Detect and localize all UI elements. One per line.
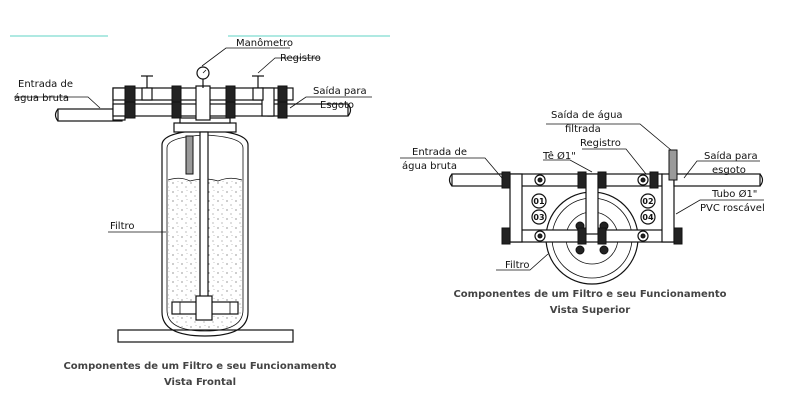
top-valve-number-02: 02	[642, 197, 653, 206]
top-filtered-outlet	[668, 149, 678, 181]
top-label-tubo-2: PVC roscável	[700, 202, 765, 214]
front-label-entrada-2: água bruta	[14, 92, 69, 104]
top-view: 01 02 03 04 Saída de água filtrada Regis…	[400, 109, 765, 316]
top-caption-title: Componentes de um Filtro e seu Funcionam…	[453, 289, 726, 300]
top-label-saida-filtrada-2: filtrada	[565, 124, 601, 135]
front-label-saida-2: Esgoto	[320, 100, 354, 111]
front-side-tube	[185, 135, 194, 175]
top-label-saida-1: Saída para	[704, 150, 758, 162]
top-inlet-pipe	[451, 173, 511, 187]
top-label-entrada-1: Entrada de	[412, 147, 467, 158]
top-label-filtro: Filtro	[505, 260, 530, 271]
top-label-entrada-2: água bruta	[402, 160, 457, 172]
front-label-registro: Registro	[280, 53, 321, 64]
front-valve-right	[252, 87, 264, 101]
front-lower-manifold	[112, 103, 274, 117]
front-tank-flange	[173, 122, 237, 133]
front-label-saida-1: Saída para	[313, 85, 367, 97]
top-caption-subtitle: Vista Superior	[550, 305, 630, 316]
front-caption-subtitle: Vista Frontal	[164, 377, 236, 388]
front-label-filtro: Filtro	[110, 221, 135, 232]
top-valve-number-04: 04	[642, 213, 654, 222]
front-valve-left	[141, 87, 153, 101]
top-label-registro: Registro	[580, 138, 621, 149]
top-valve-number-01: 01	[533, 197, 545, 206]
top-label-saida-2: esgoto	[712, 165, 746, 176]
top-label-te: Tê Ø1"	[542, 150, 576, 162]
front-center-tube	[199, 131, 209, 308]
top-label-tubo-1: Tubo Ø1"	[711, 188, 757, 200]
top-label-saida-filtrada-1: Saída de água	[551, 109, 623, 121]
front-label-entrada-1: Entrada de	[18, 79, 73, 90]
front-caption-title: Componentes de um Filtro e seu Funcionam…	[63, 361, 336, 372]
top-valve-number-03: 03	[533, 213, 544, 222]
front-label-manometro: Manômetro	[236, 37, 293, 49]
front-view: Manômetro Registro Entrada de água bruta…	[14, 37, 372, 388]
